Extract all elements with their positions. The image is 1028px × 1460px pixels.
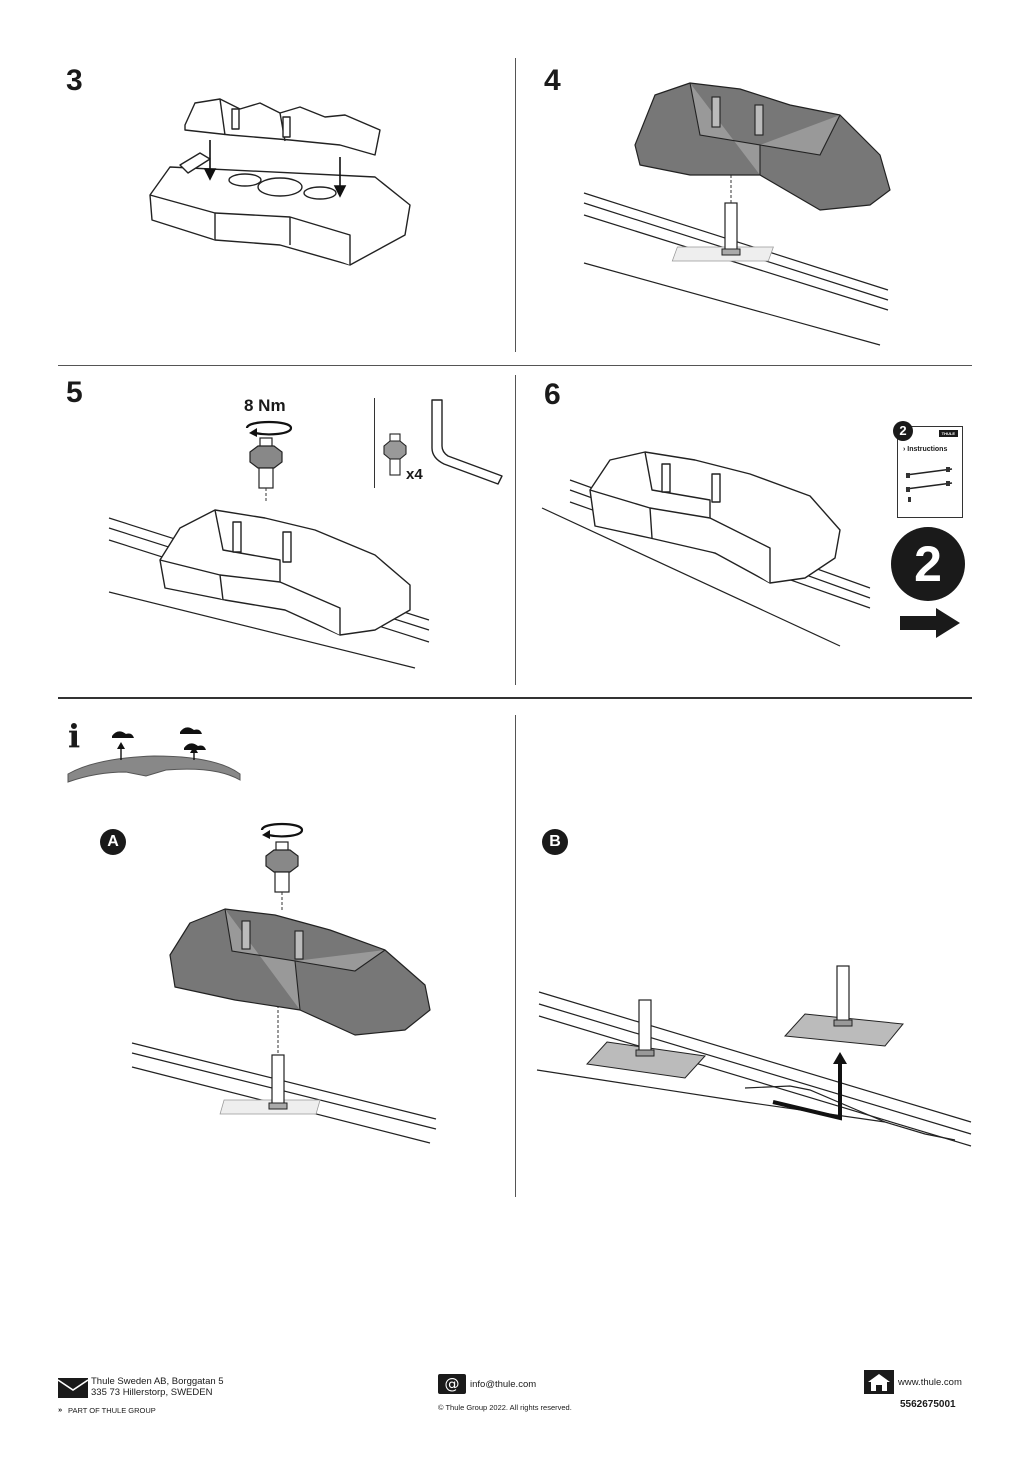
- rotate-arrow-icon: [260, 822, 304, 839]
- info-icon: i: [68, 717, 81, 755]
- step6-illustration: [541, 451, 871, 647]
- divider-vertical-mid: [515, 375, 516, 685]
- bolt-with-nut-icon: [249, 437, 283, 502]
- footer-group-label: PART OF THULE GROUP: [68, 1406, 156, 1415]
- step-number-6: 6: [544, 378, 561, 411]
- rotate-arrow-icon: [245, 420, 293, 437]
- footer-website[interactable]: www.thule.com: [898, 1377, 962, 1388]
- divider-vertical-bottom: [515, 715, 516, 1197]
- house-icon: [864, 1370, 894, 1394]
- divider-horizontal-1: [58, 365, 972, 366]
- footer-document-number: 5562675001: [900, 1399, 956, 1410]
- instruction-booklet-2: 2 THULE › Instructions: [893, 421, 963, 518]
- step5-illustration: [108, 509, 430, 669]
- step3-illustration: [149, 98, 411, 266]
- bolt-with-nut-icon: [265, 841, 299, 910]
- variant-b-illustration: [536, 965, 972, 1147]
- variant-a-illustration: [131, 908, 437, 1144]
- booklet-title: › Instructions: [903, 446, 948, 453]
- booklet-number: 2: [893, 421, 913, 441]
- quantity-label: x4: [406, 466, 423, 483]
- footer-email[interactable]: info@thule.com: [470, 1379, 537, 1390]
- arrow-right-icon: [900, 608, 960, 638]
- variant-b-label: B: [542, 829, 568, 855]
- chevron-double-right-icon: »: [58, 1405, 63, 1414]
- at-sign-icon: @: [438, 1374, 466, 1394]
- footer-address-line1: Thule Sweden AB, Borggatan 5: [91, 1376, 224, 1387]
- step4-illustration: [583, 82, 891, 346]
- torque-label: 8 Nm: [244, 396, 286, 415]
- envelope-icon: [57, 1378, 89, 1398]
- hex-key-icon: [431, 399, 503, 485]
- step-number-5: 5: [66, 376, 83, 409]
- divider-vertical-top: [515, 58, 516, 352]
- step-number-3: 3: [66, 64, 83, 97]
- kit-contents-divider: [374, 398, 375, 488]
- svg-text:@: @: [445, 1375, 460, 1393]
- variant-a-label: A: [100, 829, 126, 855]
- footer-copyright: © Thule Group 2022. All rights reserved.: [438, 1403, 572, 1412]
- footer-address-line2: 335 73 Hillerstorp, SWEDEN: [91, 1387, 213, 1398]
- next-booklet-badge: 2: [891, 527, 965, 601]
- small-bolt-icon: [383, 433, 407, 476]
- step-number-4: 4: [544, 64, 561, 97]
- divider-horizontal-2: [58, 697, 972, 699]
- roof-bars-icon: [905, 467, 953, 502]
- roof-profile-illustration: [67, 727, 241, 783]
- booklet-brand-logo: THULE: [938, 430, 958, 437]
